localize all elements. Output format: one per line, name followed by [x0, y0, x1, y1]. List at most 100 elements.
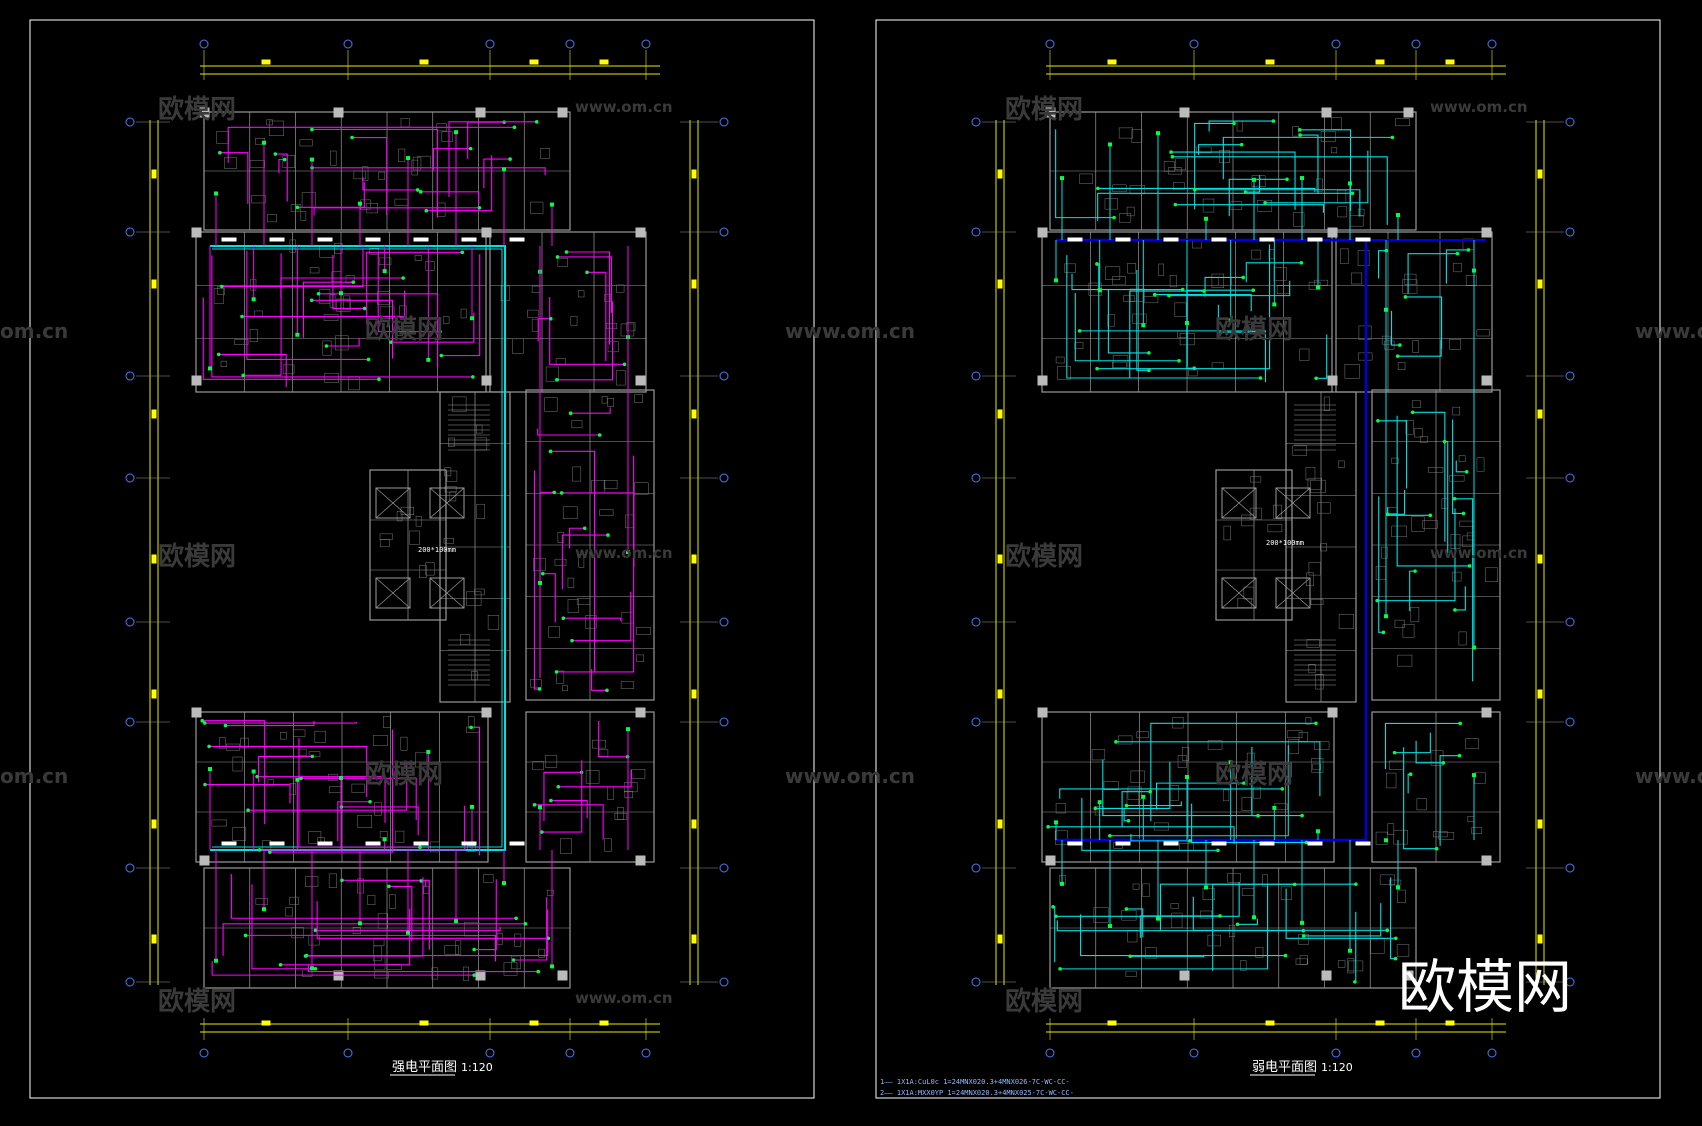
watermark-brand: 欧模网	[1005, 541, 1083, 572]
furniture	[476, 503, 486, 519]
furniture	[232, 756, 243, 772]
furniture	[289, 896, 299, 905]
device-symbol	[1398, 343, 1402, 347]
structural-column	[1403, 970, 1414, 981]
structural-column	[635, 227, 646, 238]
device-symbol	[1170, 154, 1175, 159]
grid-bubble	[1565, 617, 1575, 627]
device-symbol	[295, 205, 300, 210]
furniture	[1119, 213, 1132, 223]
circuit-run	[1303, 903, 1382, 937]
furniture	[328, 773, 338, 781]
furniture	[1308, 664, 1316, 674]
watermark-brand: 欧模网	[1215, 314, 1293, 345]
furniture	[1452, 406, 1461, 416]
furniture	[1257, 199, 1273, 212]
outlet-symbol	[1204, 216, 1208, 221]
circuit-run	[1407, 253, 1458, 294]
furniture	[1127, 786, 1142, 800]
device-symbol	[472, 947, 476, 952]
furniture	[607, 398, 615, 407]
circuit-run	[534, 804, 604, 840]
grid-bubble	[1189, 1048, 1199, 1058]
device-symbol	[1466, 248, 1471, 252]
device-symbol	[1467, 564, 1472, 568]
device-symbol	[351, 280, 356, 284]
circuit-run	[312, 167, 546, 176]
furniture	[1308, 562, 1321, 576]
grid-bubble	[125, 227, 135, 237]
furniture	[361, 166, 369, 181]
device-symbol	[556, 784, 561, 789]
circuit-run	[1445, 249, 1469, 284]
dimension-tick	[1107, 59, 1117, 65]
dimension-tick	[529, 1020, 539, 1026]
device-symbol	[418, 845, 422, 850]
outlet-symbol	[550, 202, 554, 207]
circuit-run	[269, 729, 394, 853]
right-sheet-scale: 1:120	[1321, 1061, 1353, 1074]
grid-bubble	[719, 117, 729, 127]
structural-column	[475, 107, 486, 118]
device-symbol	[1304, 840, 1309, 845]
furniture	[266, 119, 273, 126]
furniture	[267, 214, 278, 223]
furniture	[226, 743, 240, 751]
outlet-symbol	[1204, 885, 1208, 890]
outlet-symbol	[358, 921, 362, 926]
circuit-run	[1109, 745, 1289, 837]
circuit-run	[1194, 189, 1361, 217]
circuit-run	[1059, 788, 1283, 799]
furniture	[1132, 883, 1140, 890]
watermark-url: www.om.cn	[785, 319, 915, 343]
device-symbol	[439, 353, 444, 358]
circuit-run	[1097, 187, 1316, 193]
circuit-run	[211, 961, 475, 976]
grid-bubble	[1045, 1048, 1055, 1058]
furniture	[1347, 958, 1355, 974]
circuit-run	[587, 271, 607, 362]
watermark-brand: 欧模网	[158, 94, 236, 125]
furniture	[487, 615, 500, 630]
circuit-tag	[1259, 237, 1275, 242]
circuit-run	[537, 318, 551, 342]
grid-bubble	[199, 39, 209, 49]
furniture	[1123, 294, 1135, 302]
furniture	[291, 927, 304, 939]
outlet-symbol	[295, 777, 300, 782]
device-symbol	[362, 306, 367, 311]
furniture	[324, 373, 339, 383]
dimension-tick	[1537, 934, 1543, 944]
dimension-tick	[151, 819, 157, 829]
circuit-run	[1384, 722, 1461, 770]
grid-bubble	[971, 473, 981, 483]
circuit-run	[1074, 293, 1180, 362]
circuit-run	[221, 245, 364, 288]
device-symbol	[1455, 251, 1460, 256]
dimension-tick	[151, 169, 157, 179]
device-symbol	[1173, 202, 1178, 207]
furniture	[1337, 206, 1348, 218]
right-tray-note: 200*100mm	[1266, 539, 1304, 547]
circuit-run	[1396, 415, 1470, 567]
structural-column	[481, 707, 492, 718]
dimension-tick	[1375, 59, 1385, 65]
device-symbol	[514, 916, 518, 921]
furniture	[1485, 567, 1498, 582]
furniture	[1315, 674, 1324, 690]
device-symbol	[1385, 512, 1390, 517]
furniture	[249, 160, 265, 168]
furniture	[292, 729, 306, 737]
grid-bubble	[1331, 1048, 1341, 1058]
circuit-run	[1172, 156, 1388, 225]
circuit-run	[302, 281, 354, 338]
furniture	[1091, 749, 1106, 761]
circuit-tag	[317, 841, 333, 846]
furniture	[1338, 460, 1345, 468]
device-symbol	[1301, 934, 1306, 938]
furniture	[255, 898, 269, 905]
circuit-run	[311, 299, 394, 359]
grid-bubble	[1411, 1048, 1421, 1058]
right-sheet-title: 弱电平面图	[1252, 1060, 1317, 1075]
device-symbol	[1395, 354, 1400, 358]
